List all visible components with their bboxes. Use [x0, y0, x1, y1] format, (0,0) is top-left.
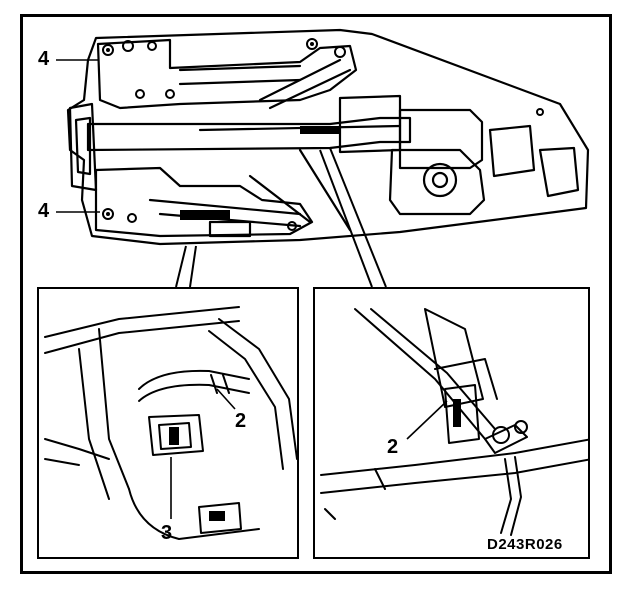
callout-3-left: 3 [161, 522, 173, 544]
detail-inset-left: 2 3 [37, 287, 299, 559]
callout-2-right: 2 [387, 436, 399, 458]
callout-4-top: 4 [38, 48, 50, 70]
figure-code-label: D243R026 [485, 536, 565, 553]
right-detail-drawing [320, 308, 588, 536]
left-detail-drawing [44, 306, 297, 540]
detail-inset-right: 2 D243R026 [313, 287, 590, 559]
callout-2-left: 2 [235, 410, 247, 432]
callout-4-bottom: 4 [38, 200, 50, 222]
